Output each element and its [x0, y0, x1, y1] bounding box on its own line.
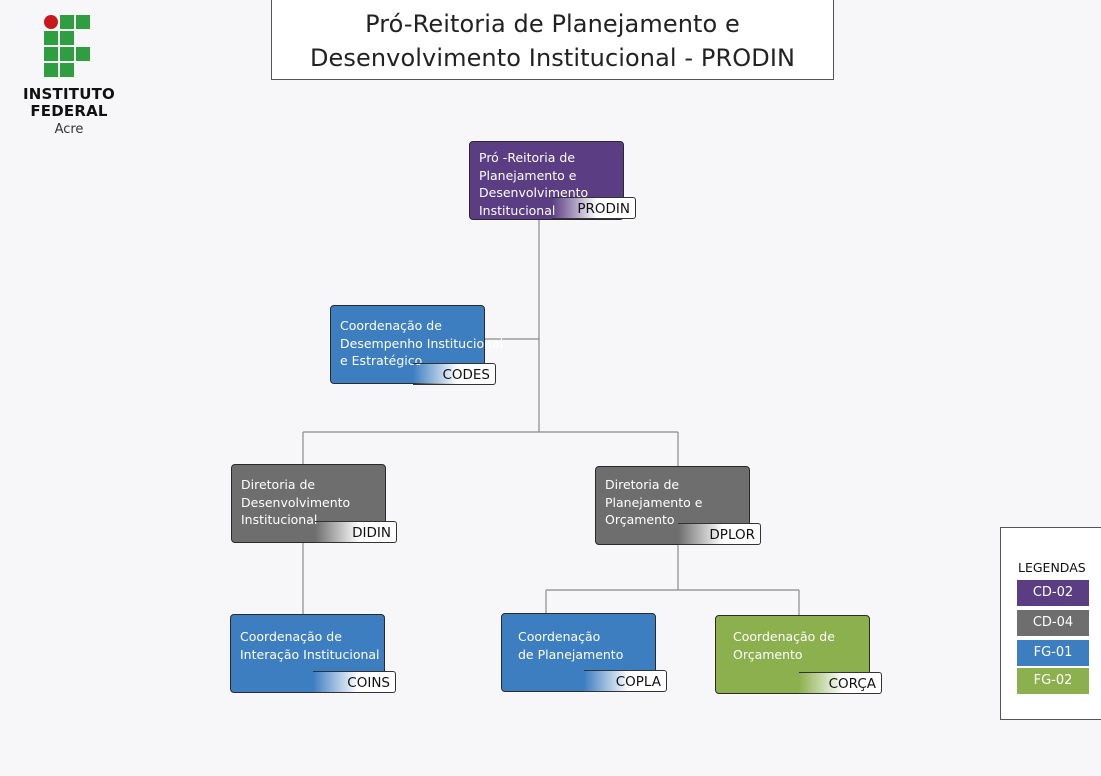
node-dplor-code: DPLOR: [678, 523, 761, 545]
node-coins-title: Coordenação de Interação Institucional: [240, 629, 380, 662]
page-title-line-1: Pró-Reitoria de Planejamento e: [365, 10, 740, 38]
page-title-line-2: Desenvolvimento Institucional - PRODIN: [309, 44, 796, 72]
node-dplor-title: Diretoria de Planejamento e Orçamento: [605, 477, 703, 527]
node-copla-title: Coordenação de Planejamento: [518, 629, 624, 662]
logo-red-dot: [44, 15, 58, 29]
logo-text-acre: Acre: [54, 122, 84, 137]
node-copla-code: COPLA: [584, 670, 667, 692]
node-corca-code: CORÇA: [799, 672, 882, 694]
legend-title: LEGENDAS: [1018, 560, 1086, 575]
node-corca[interactable]: Coordenação de Orçamento: [715, 615, 870, 694]
logo-text-federal: FEDERAL: [30, 102, 108, 120]
legend-item-cd-04: CD-04: [1017, 610, 1089, 636]
logo-mark-icon: [44, 15, 92, 77]
node-codes-code: CODES: [413, 363, 496, 385]
logo-text-instituto: INSTITUTO: [23, 85, 115, 103]
legend-item-fg-02: FG-02: [1017, 668, 1089, 694]
page-title-box: Pró-Reitoria de Planejamento e Desenvolv…: [271, 0, 834, 80]
node-didin-code: DIDIN: [315, 521, 397, 543]
institute-logo: INSTITUTO FEDERAL Acre: [14, 12, 124, 142]
node-prodin-title: Pró -Reitoria de Planejamento e Desenvol…: [479, 150, 589, 218]
node-didin-title: Diretoria de Desenvolvimento Institucion…: [241, 477, 351, 527]
node-corca-title: Coordenação de Orçamento: [733, 629, 835, 662]
legend-item-cd-02: CD-02: [1017, 580, 1089, 606]
node-dplor[interactable]: Diretoria de Planejamento e Orçamento: [595, 466, 750, 545]
legend-item-fg-01: FG-01: [1017, 640, 1089, 666]
node-coins-code: COINS: [313, 671, 396, 693]
node-codes-title: Coordenação de Desempenho Institucional …: [340, 318, 504, 368]
node-prodin-code: PRODIN: [552, 197, 636, 219]
legend-panel: LEGENDAS CD-02 CD-04 FG-01 FG-02: [1000, 527, 1101, 720]
